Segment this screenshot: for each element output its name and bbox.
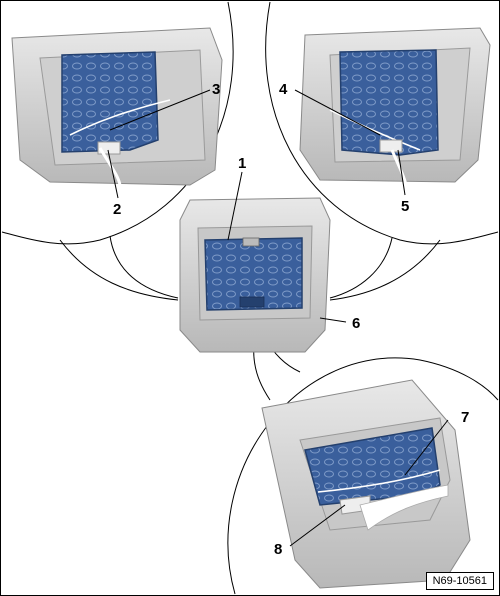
heating-mat [339, 49, 439, 156]
leader-lines [107, 89, 449, 547]
figure-reference-code: N69-10561 [425, 572, 494, 590]
seat-detail-top-right [299, 27, 491, 186]
callout-6: 6 [352, 315, 360, 332]
seat-detail-bottom [261, 379, 471, 589]
callout-8: 8 [274, 541, 282, 558]
callout-3: 3 [212, 81, 220, 98]
connector-left-2 [109, 235, 179, 299]
callout-4: 4 [279, 81, 288, 98]
detail-arc-bottom [227, 357, 499, 595]
seat-detail-top-left [11, 27, 223, 186]
connector-left-1 [59, 239, 179, 301]
connector-right-1 [329, 239, 441, 301]
seat-cushion-center [179, 197, 331, 353]
callout-5: 5 [401, 198, 409, 215]
callout-1: 1 [238, 155, 246, 172]
callout-2: 2 [113, 201, 121, 218]
callout-7: 7 [461, 409, 469, 426]
heating-mat [61, 51, 159, 153]
connector-right-2 [329, 237, 393, 299]
heating-mat [204, 237, 303, 311]
detail-arc-top-left [1, 1, 234, 245]
detail-arc-top-right [265, 1, 499, 245]
